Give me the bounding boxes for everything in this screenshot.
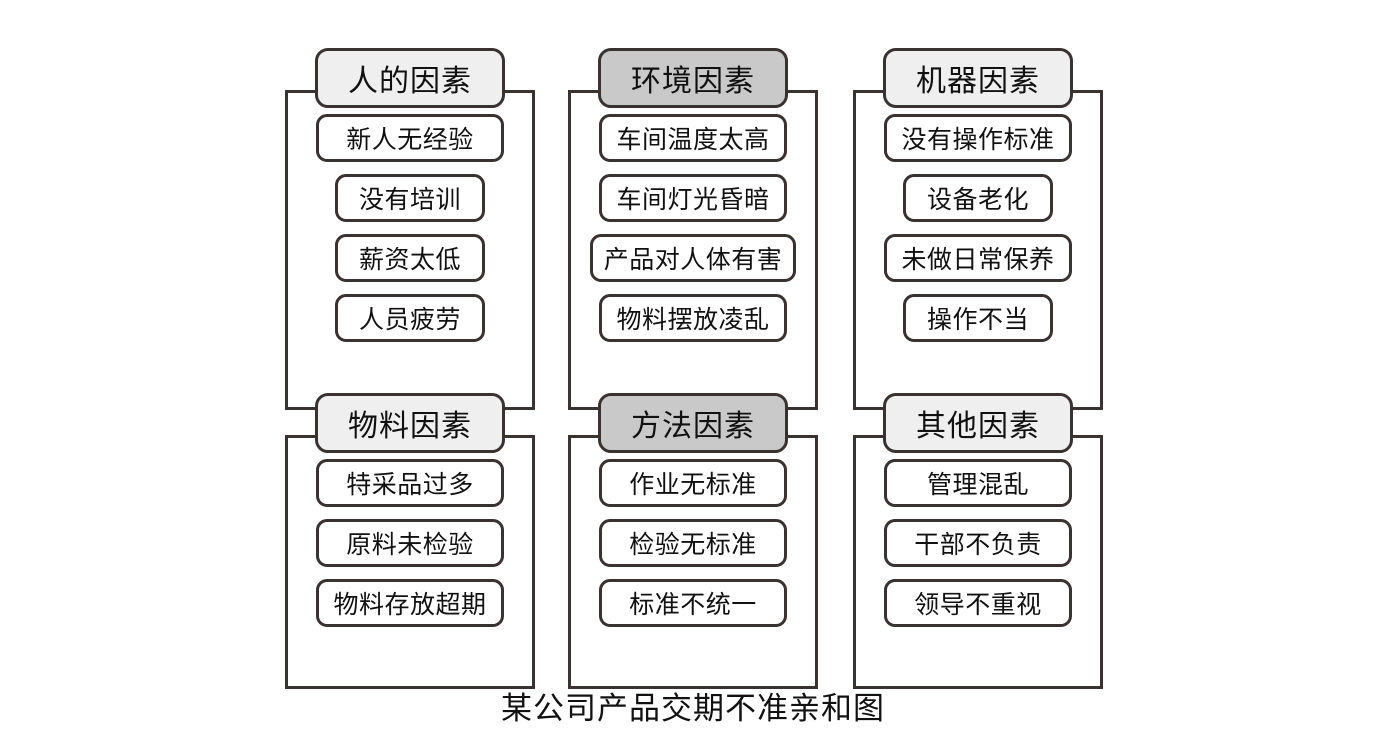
group-header[interactable]: 人的因素 xyxy=(315,48,505,108)
group-header[interactable]: 方法因素 xyxy=(598,393,788,453)
group-item-list: 特采品过多原料未检验物料存放超期 xyxy=(285,459,535,639)
group-header[interactable]: 物料因素 xyxy=(315,393,505,453)
factor-card[interactable]: 薪资太低 xyxy=(335,234,485,282)
group-item-list: 管理混乱干部不负责领导不重视 xyxy=(853,459,1103,639)
factor-card[interactable]: 车间温度太高 xyxy=(599,114,787,162)
group-bracket-stub-left xyxy=(568,90,603,93)
group-header[interactable]: 机器因素 xyxy=(883,48,1073,108)
factor-card[interactable]: 管理混乱 xyxy=(884,459,1072,507)
group-bracket-stub-right xyxy=(500,90,535,93)
group-bracket-stub-right xyxy=(783,435,818,438)
factor-card[interactable]: 领导不重视 xyxy=(884,579,1072,627)
group-bracket-stub-right xyxy=(1068,435,1103,438)
group-item-list: 新人无经验没有培训薪资太低人员疲劳 xyxy=(285,114,535,354)
group-bracket-stub-left xyxy=(285,435,320,438)
factor-card[interactable]: 设备老化 xyxy=(903,174,1053,222)
factor-card[interactable]: 标准不统一 xyxy=(599,579,787,627)
factor-card[interactable]: 新人无经验 xyxy=(316,114,504,162)
factor-card[interactable]: 没有培训 xyxy=(335,174,485,222)
group-bracket-stub-left xyxy=(285,90,320,93)
group-header[interactable]: 环境因素 xyxy=(598,48,788,108)
factor-card[interactable]: 没有操作标准 xyxy=(884,114,1072,162)
factor-card[interactable]: 原料未检验 xyxy=(316,519,504,567)
group-item-list: 没有操作标准设备老化未做日常保养操作不当 xyxy=(853,114,1103,354)
group-bracket xyxy=(568,435,818,689)
group-header[interactable]: 其他因素 xyxy=(883,393,1073,453)
factor-card[interactable]: 特采品过多 xyxy=(316,459,504,507)
group-bracket-stub-right xyxy=(1068,90,1103,93)
factor-card[interactable]: 未做日常保养 xyxy=(884,234,1072,282)
group-bracket xyxy=(853,435,1103,689)
factor-card[interactable]: 车间灯光昏暗 xyxy=(599,174,787,222)
factor-card[interactable]: 操作不当 xyxy=(903,294,1053,342)
group-item-list: 作业无标准检验无标准标准不统一 xyxy=(568,459,818,639)
factor-card[interactable]: 干部不负责 xyxy=(884,519,1072,567)
group-item-list: 车间温度太高车间灯光昏暗产品对人体有害物料摆放凌乱 xyxy=(568,114,818,354)
factor-card[interactable]: 物料摆放凌乱 xyxy=(599,294,787,342)
group-bracket-stub-left xyxy=(853,435,888,438)
factor-card[interactable]: 作业无标准 xyxy=(599,459,787,507)
factor-card[interactable]: 产品对人体有害 xyxy=(590,234,796,282)
group-bracket-stub-left xyxy=(853,90,888,93)
group-bracket xyxy=(285,435,535,689)
group-bracket-stub-right xyxy=(783,90,818,93)
factor-card[interactable]: 检验无标准 xyxy=(599,519,787,567)
factor-card[interactable]: 人员疲劳 xyxy=(335,294,485,342)
factor-card[interactable]: 物料存放超期 xyxy=(316,579,504,627)
diagram-caption: 某公司产品交期不准亲和图 xyxy=(501,691,885,726)
group-bracket-stub-left xyxy=(568,435,603,438)
group-bracket-stub-right xyxy=(500,435,535,438)
